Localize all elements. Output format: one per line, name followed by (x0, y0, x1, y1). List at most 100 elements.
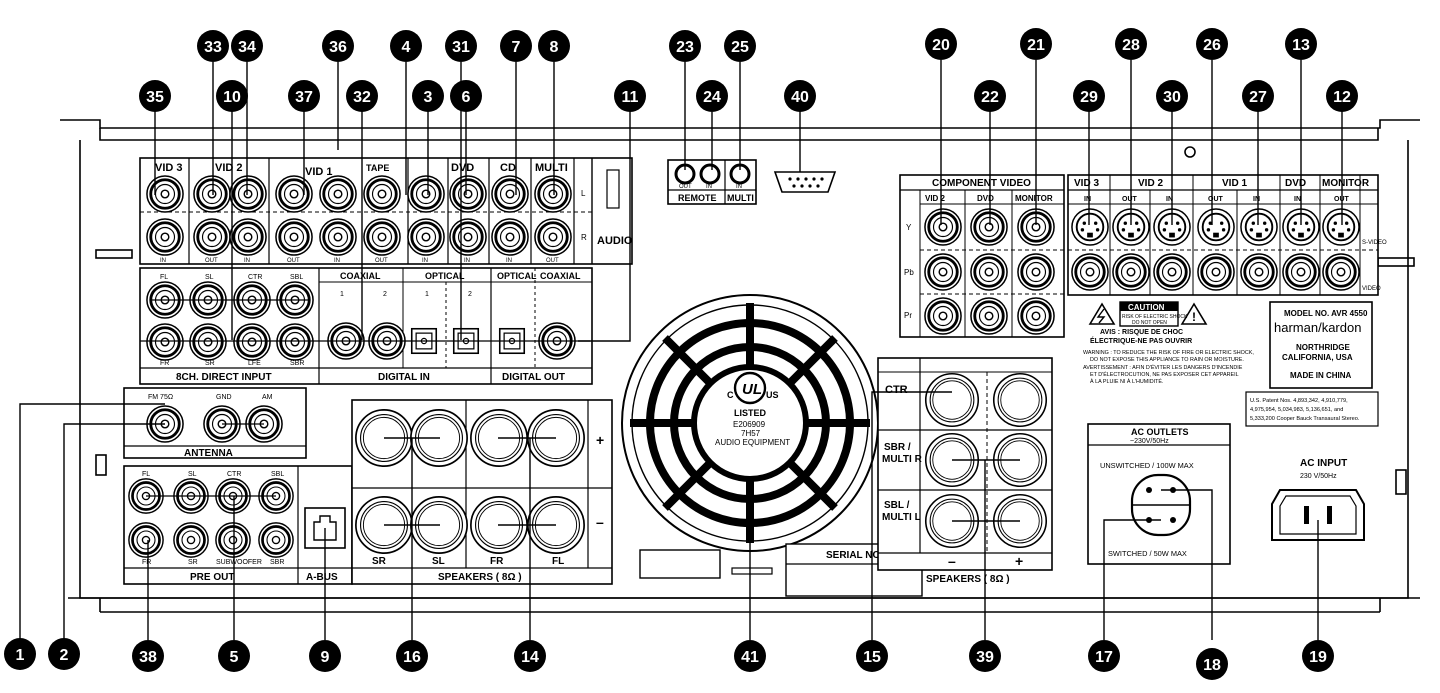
direct-ctr: CTR (248, 274, 262, 281)
preout-sbl: SBL (271, 471, 284, 478)
digital-out-label: DIGITAL OUT (502, 372, 565, 383)
cooling-fan (621, 294, 879, 552)
jack-out-label: OUT (205, 258, 218, 264)
svg-text:3: 3 (424, 89, 433, 106)
svg-text:28: 28 (1122, 37, 1140, 54)
svg-text:13: 13 (1292, 37, 1310, 54)
digital-in-label: DIGITAL IN (378, 372, 430, 383)
callout-23: 23 (669, 30, 701, 62)
ctr-speaker-label: CTR (885, 384, 908, 396)
svg-text:32: 32 (353, 89, 371, 106)
preout-sr: SR (188, 559, 198, 566)
digital-num-1: 1 (425, 291, 429, 298)
svideo-col-vid2: VID 2 (1138, 178, 1163, 189)
audio-tape-label: TAPE (366, 163, 389, 173)
caution-label: ! CAUTION RISK OF ELECTRIC SHOCK DO NOT … (1083, 301, 1254, 385)
ul-us: US (766, 390, 779, 400)
ac-outlet-sockets[interactable] (1130, 473, 1192, 537)
svideo-out: OUT (1208, 196, 1224, 203)
component-col-dvd: DVD (977, 194, 994, 203)
slot (731, 567, 773, 575)
sbl-speaker-label: SBL / (884, 500, 910, 511)
callout-9: 9 (309, 640, 341, 672)
callout-40: 40 (784, 80, 816, 112)
svg-text:41: 41 (741, 649, 759, 666)
svg-text:2: 2 (60, 647, 69, 664)
chassis (60, 119, 1420, 613)
caution-sub2: DO NOT OPEN (1132, 320, 1167, 326)
caution-avis1: AVIS : RISQUE DE CHOC (1100, 329, 1183, 336)
direct-sl: SL (205, 274, 214, 281)
callout-24: 24 (696, 80, 728, 112)
ac-input-panel: AC INPUT 230 V/50Hz (1271, 458, 1365, 541)
callout-33: 33 (197, 30, 229, 62)
callout-5: 5 (218, 640, 250, 672)
svg-text:24: 24 (703, 89, 721, 106)
callout-16: 16 (396, 640, 428, 672)
callout-36: 36 (322, 30, 354, 62)
callout-1: 1 (4, 638, 36, 670)
ul-equipment: AUDIO EQUIPMENT (715, 438, 790, 447)
ul-listed-mark: UL C US LISTED E206909 7H57 AUDIO EQUIPM… (715, 371, 790, 447)
svideo-col-dvd: DVD (1285, 178, 1306, 189)
speakers-panel: + – SR SL FR FL SPEAKERS ( 8Ω ) (351, 399, 613, 585)
antenna-gnd: GND (216, 394, 232, 401)
digital-out-coaxial: COAXIAL (540, 271, 581, 281)
svg-text:6: 6 (462, 89, 471, 106)
svg-text:12: 12 (1333, 89, 1351, 106)
audio-col-dvd: DVD (451, 162, 474, 174)
ul-c: C (727, 390, 734, 400)
svg-text:1: 1 (16, 647, 25, 664)
audio-panel: VID 3 VID 2 VID 1 TAPE DVD CD MULTI L R … (139, 157, 633, 265)
svg-text:UL: UL (742, 381, 762, 398)
ac-input-label: AC INPUT (1300, 458, 1347, 469)
jack-out-label: OUT (546, 258, 559, 264)
multi-in: IN (736, 184, 742, 190)
callout-39: 39 (969, 640, 1001, 672)
svg-text:5: 5 (230, 649, 239, 666)
multi-l-speaker-label: MULTI L (882, 512, 921, 523)
preout-sbr: SBR (270, 559, 284, 566)
jack-in-label: IN (422, 258, 428, 264)
callout-32: 32 (346, 80, 378, 112)
preout-sl: SL (188, 471, 197, 478)
ul-listed: LISTED (734, 408, 767, 418)
remote-jacks[interactable] (674, 163, 751, 185)
blank-sticker (639, 549, 721, 579)
component-row-y: Y (906, 223, 912, 232)
direct-fr: FR (160, 360, 169, 367)
svideo-in: IN (1294, 196, 1301, 203)
component-col-vid2: VID 2 (925, 194, 946, 203)
svg-text:15: 15 (863, 649, 881, 666)
audio-col-vid1: VID 1 (305, 166, 333, 178)
callout-12: 12 (1326, 80, 1358, 112)
a-bus-label: A-BUS (306, 572, 338, 583)
callout-28: 28 (1115, 28, 1147, 60)
component-video-jacks[interactable] (924, 208, 1055, 335)
multi-r-speaker-label: MULTI R (882, 454, 923, 465)
speaker-sl: SL (432, 556, 445, 567)
svideo-panel: VID 3 VID 2 VID 1 DVD MONITOR IN OUT IN … (1067, 174, 1387, 296)
speaker-fl: FL (552, 556, 564, 567)
ac-outlets-spec: ~230V/50Hz (1130, 438, 1169, 445)
svg-text:14: 14 (521, 649, 539, 666)
patent-line1: U.S. Patent Nos. 4,893,342, 4,910,779, (1250, 398, 1348, 404)
svg-text:16: 16 (403, 649, 421, 666)
audio-right-label: R (581, 233, 587, 242)
speaker-sr: SR (372, 556, 387, 567)
direct-sbl: SBL (290, 274, 303, 281)
jack-out-label: OUT (287, 258, 300, 264)
caution-warning1: WARNING : TO REDUCE THE RISK OF FIRE OR … (1083, 350, 1254, 356)
callout-25: 25 (724, 30, 756, 62)
ac-input-socket[interactable] (1271, 489, 1365, 541)
rs232-port[interactable] (773, 171, 837, 193)
jack-in-label: IN (244, 258, 250, 264)
antenna-label: ANTENNA (184, 448, 233, 459)
svg-text:21: 21 (1027, 37, 1045, 54)
caution-title: CAUTION (1128, 303, 1165, 312)
svg-text:22: 22 (981, 89, 999, 106)
svg-text:19: 19 (1309, 649, 1327, 666)
svg-text:!: ! (1192, 310, 1196, 324)
component-video-panel: COMPONENT VIDEO VID 2 DVD MONITOR Y Pb P… (899, 174, 1065, 338)
svg-text:23: 23 (676, 39, 694, 56)
